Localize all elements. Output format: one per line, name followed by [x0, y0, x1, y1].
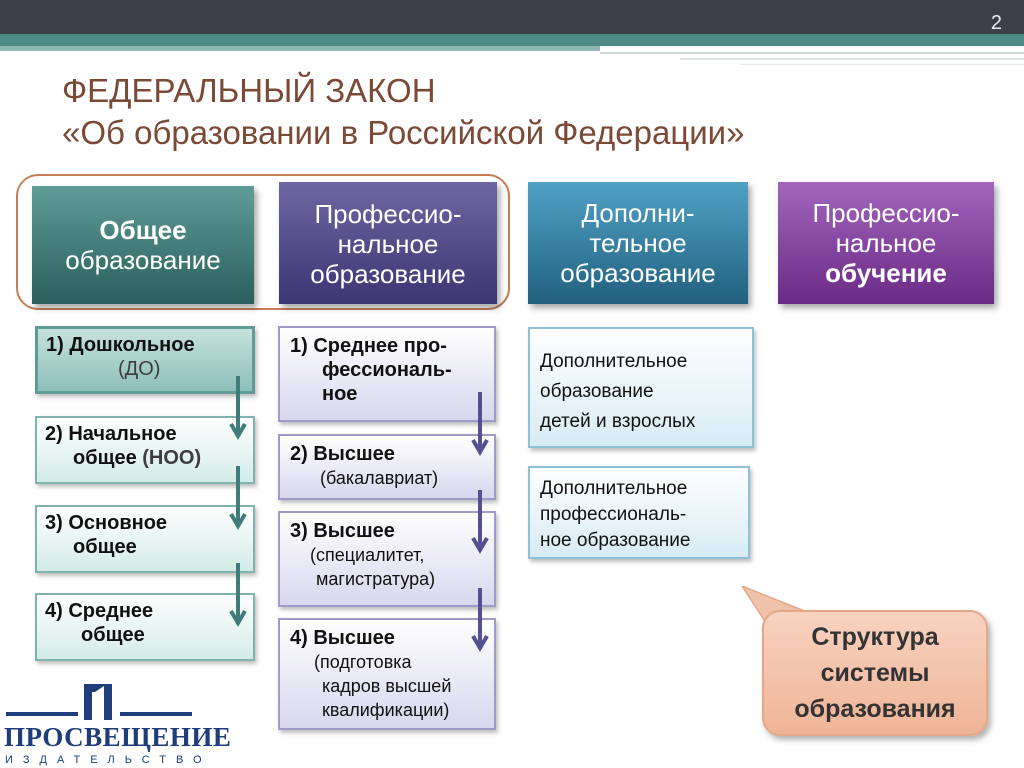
- category-label: нальное: [337, 229, 439, 259]
- level-abbreviation: (ДО): [118, 358, 161, 380]
- top-bar: [0, 0, 1024, 34]
- down-arrow-icon: [229, 466, 247, 530]
- decor-line: [740, 64, 1024, 65]
- level-detail: (подготовка: [314, 652, 412, 672]
- level-title: 4) Высшее: [290, 627, 395, 649]
- highlight-frame: [16, 174, 510, 310]
- item-text: образование: [540, 381, 654, 402]
- callout-text: образования: [794, 695, 956, 723]
- level-detail: (специалитет,: [310, 545, 425, 565]
- general-level-secondary: 4) Среднее общее: [35, 593, 255, 661]
- category-professional-education: Профессио- нальное образование: [279, 182, 497, 304]
- publisher-name: ПРОСВЕЩЕНИЕ: [4, 722, 232, 752]
- level-title: общее: [81, 624, 145, 646]
- decor-line: [600, 52, 1024, 54]
- down-arrow-icon: [229, 563, 247, 627]
- item-text: ное образование: [540, 530, 691, 551]
- general-level-primary: 2) Начальное общее (НОО): [35, 416, 255, 484]
- decor-line: [680, 58, 1024, 60]
- level-detail: (бакалавриат): [320, 468, 439, 488]
- professional-level-bachelor: 2) Высшее (бакалавриат): [278, 434, 496, 500]
- level-title: 4) Среднее: [45, 600, 154, 622]
- professional-level-higher-qualification: 4) Высшее (подготовка кадров высшей квал…: [278, 618, 496, 730]
- callout-text: Структура: [811, 623, 939, 651]
- level-abbreviation: (НОО): [142, 447, 202, 469]
- slide-title: ФЕДЕРАЛЬНЫЙ ЗАКОН «Об образовании в Росс…: [62, 70, 744, 154]
- category-label: образование: [560, 258, 716, 288]
- top-accent-band: [0, 34, 1024, 46]
- level-title: 1) Дошкольное: [46, 334, 195, 356]
- professional-level-secondary: 1) Среднее про- фессиональ- ное: [278, 326, 496, 422]
- down-arrow-icon: [471, 588, 489, 652]
- down-arrow-icon: [471, 490, 489, 554]
- level-title: общее: [73, 447, 143, 469]
- title-line-2: «Об образовании в Российской Федерации»: [62, 114, 745, 151]
- level-title: 3) Высшее: [290, 520, 395, 542]
- category-label: Дополни-: [581, 198, 695, 228]
- level-title: ное: [322, 383, 358, 405]
- callout-text: системы: [820, 659, 930, 687]
- additional-item-children-adults: Дополнительное образование детей и взрос…: [528, 327, 754, 448]
- category-label: Профессио-: [812, 198, 960, 228]
- publisher-subtitle: ИЗДАТЕЛЬСТВО: [5, 754, 212, 766]
- category-label: Профессио-: [314, 199, 462, 229]
- down-arrow-icon: [229, 376, 247, 440]
- item-text: детей и взрослых: [540, 411, 696, 432]
- item-text: Дополнительное: [540, 478, 688, 499]
- level-title: 3) Основное: [45, 512, 168, 534]
- category-label: Общее: [99, 215, 187, 245]
- level-title: общее: [73, 536, 137, 558]
- category-label: нальное: [835, 228, 937, 258]
- down-arrow-icon: [471, 392, 489, 456]
- item-text: профессиональ-: [540, 504, 687, 525]
- general-level-preschool: 1) Дошкольное (ДО): [35, 326, 255, 394]
- general-level-basic: 3) Основное общее: [35, 505, 255, 573]
- title-line-1: ФЕДЕРАЛЬНЫЙ ЗАКОН: [62, 72, 436, 109]
- level-title: фессиональ-: [322, 359, 452, 381]
- level-detail: магистратура): [316, 569, 436, 589]
- publisher-logo-icon: [6, 684, 192, 720]
- category-additional-education: Дополни- тельное образование: [528, 182, 748, 304]
- category-label: образование: [65, 245, 221, 275]
- level-title: 1) Среднее про-: [290, 335, 447, 357]
- level-title: 2) Начальное: [45, 423, 177, 445]
- category-label: тельное: [589, 228, 687, 258]
- callout-box: Структура системы образования: [762, 610, 988, 736]
- professional-level-specialist: 3) Высшее (специалитет, магистратура): [278, 511, 496, 607]
- category-label: образование: [310, 259, 466, 289]
- category-label: обучение: [825, 258, 947, 288]
- category-general-education: Общее образование: [32, 186, 254, 304]
- level-detail: квалификации): [322, 700, 450, 720]
- level-title: 2) Высшее: [290, 443, 395, 465]
- additional-item-professional: Дополнительное профессиональ- ное образо…: [528, 466, 750, 559]
- category-professional-training: Профессио- нальное обучение: [778, 182, 994, 304]
- level-detail: кадров высшей: [322, 676, 452, 696]
- top-accent-stripe: [0, 46, 600, 51]
- item-text: Дополнительное: [540, 351, 688, 372]
- page-number: 2: [990, 12, 1002, 34]
